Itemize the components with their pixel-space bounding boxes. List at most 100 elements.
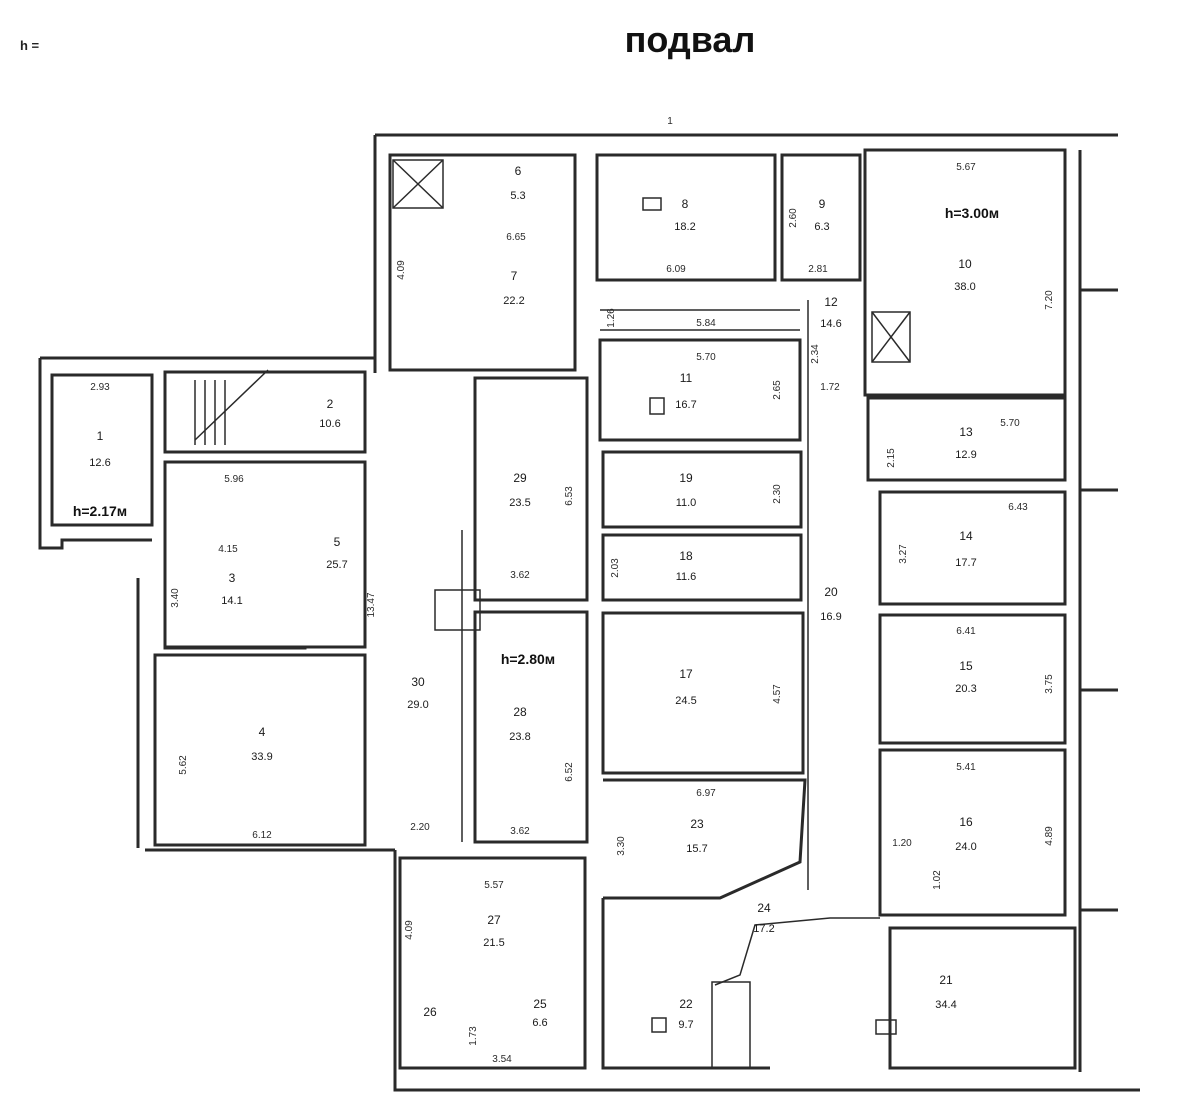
room-area: 17.2 [753, 923, 774, 935]
dimension-label: 5.67 [956, 162, 976, 173]
dimension-label: 5.57 [484, 880, 504, 891]
room-number: 29 [513, 471, 527, 485]
dimension-label: 6.43 [1008, 502, 1028, 513]
room-number: 4 [259, 725, 266, 739]
room-area: 34.4 [935, 999, 956, 1011]
dimension-label: 1.72 [820, 382, 840, 393]
room-area: 29.0 [407, 699, 428, 711]
dimension-label: 3.40 [170, 588, 181, 608]
dimension-label: 3.30 [616, 836, 627, 856]
room-number: 10 [958, 257, 972, 271]
dimension-label: 4.89 [1044, 826, 1055, 846]
room-number: 21 [939, 973, 953, 987]
room-area: 12.9 [955, 449, 976, 461]
dimension-label: 2.60 [788, 208, 799, 228]
dimension-label: 2.20 [410, 822, 430, 833]
room-area: 14.1 [221, 595, 242, 607]
dimension-label: 3.27 [898, 544, 909, 564]
dimension-label: 4.15 [218, 544, 238, 555]
room-area: 9.7 [678, 1019, 693, 1031]
room-area: 18.2 [674, 221, 695, 233]
dimension-label: 13.47 [366, 592, 377, 617]
height-mark-left: h=2.17м [73, 503, 127, 519]
room-number: 24 [757, 901, 771, 915]
room-number: 5 [334, 535, 341, 549]
dimension-label: 3.75 [1044, 674, 1055, 694]
room-number: 11 [680, 371, 693, 385]
dimension-label: 5.62 [178, 755, 189, 775]
room-number: 30 [411, 675, 425, 689]
room-number: 14 [959, 529, 973, 543]
dimension-label: 4.09 [396, 260, 407, 280]
dimension-label: 2.15 [886, 448, 897, 468]
room-area: 14.6 [820, 318, 841, 330]
dimension-label: 1.73 [468, 1026, 479, 1046]
room-number: 23 [690, 817, 704, 831]
dimension-label: 1 [667, 116, 673, 127]
room-number: 17 [679, 667, 693, 681]
dimension-label: 2.81 [808, 264, 828, 275]
dimension-label: 3.54 [492, 1054, 512, 1065]
dimension-label: 6.97 [696, 788, 716, 799]
dimension-label: 2.93 [90, 382, 110, 393]
equipment-marks [642, 197, 897, 1035]
dimension-label: 2.65 [772, 380, 783, 400]
room-number: 15 [959, 659, 973, 673]
room-number: 12 [824, 295, 838, 309]
room-number: 1 [97, 429, 104, 443]
room-number: 26 [423, 1005, 437, 1019]
dimension-label: 6.53 [564, 486, 575, 506]
room-number: 20 [824, 585, 838, 599]
dimension-labels: 2.93 5.96 4.15 3.40 5.62 6.12 6.65 4.09 … [90, 116, 1055, 1065]
dimension-label: 4.09 [404, 920, 415, 940]
room-area: 6.6 [532, 1017, 547, 1029]
dimension-label: 5.84 [696, 318, 716, 329]
plan-title: подвал [625, 19, 756, 60]
room-area: 20.3 [955, 683, 976, 695]
dimension-label: 6.52 [564, 762, 575, 782]
dimension-label: 6.12 [252, 830, 272, 841]
corner-height-label: h = [20, 38, 40, 53]
room-area: 24.5 [675, 695, 696, 707]
dimension-label: 5.70 [1000, 418, 1020, 429]
room-area: 24.0 [955, 841, 976, 853]
room-area: 11.6 [676, 571, 697, 583]
room-area: 17.7 [955, 557, 976, 569]
room-area: 38.0 [954, 281, 975, 293]
room-number: 22 [679, 997, 693, 1011]
room-area: 15.7 [686, 843, 707, 855]
room-number: 13 [959, 425, 973, 439]
room-number: 16 [959, 815, 973, 829]
height-mark-right: h=3.00м [945, 205, 999, 221]
room-area: 21.5 [483, 937, 504, 949]
room-number: 9 [819, 197, 826, 211]
dimension-label: 3.62 [510, 826, 530, 837]
dimension-label: 6.09 [666, 264, 686, 275]
room-area: 6.3 [814, 221, 829, 233]
room-area: 11.0 [676, 497, 697, 509]
room-number: 27 [487, 913, 501, 927]
room-area: 22.2 [503, 295, 524, 307]
room-area: 25.7 [326, 559, 347, 571]
room-area: 16.9 [820, 611, 841, 623]
room-number: 25 [533, 997, 547, 1011]
dimension-label: 4.57 [772, 684, 783, 704]
room-number: 3 [229, 571, 236, 585]
dimension-label: 6.65 [506, 232, 526, 243]
room-number: 18 [679, 549, 693, 563]
room-area: 16.7 [675, 399, 696, 411]
dimension-label: 2.30 [772, 484, 783, 504]
room-number: 2 [327, 397, 334, 411]
dimension-label: 3.62 [510, 570, 530, 581]
room-area: 33.9 [251, 751, 272, 763]
dimension-label: 1.02 [932, 870, 943, 890]
dimension-label: 1.20 [892, 838, 912, 849]
dimension-label: 6.41 [956, 626, 976, 637]
dimension-label: 2.03 [610, 558, 621, 578]
dimension-label: 1.26 [606, 308, 617, 328]
dimension-label: 5.70 [696, 352, 716, 363]
room-number: 6 [515, 164, 522, 178]
room-area: 23.5 [509, 497, 530, 509]
dimension-label: 5.41 [956, 762, 976, 773]
room-labels: 1 12.6 2 10.6 3 14.1 4 33.9 5 25.7 6 5.3… [89, 164, 976, 1031]
